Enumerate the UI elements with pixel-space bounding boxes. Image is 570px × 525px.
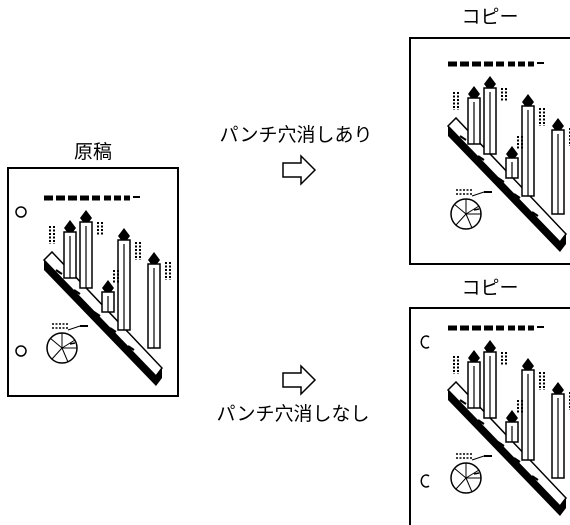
right-arrow-icon (282, 365, 316, 395)
option-hole-erase-on: パンチ穴消しあり (219, 124, 373, 146)
punch-hole-icon (15, 206, 27, 218)
copy-document-hole-kept (409, 307, 570, 525)
copy-label-top: コピー (461, 6, 519, 28)
right-arrow-icon (282, 155, 316, 185)
option-hole-erase-off: パンチ穴消しなし (216, 403, 370, 425)
punch-hole-icon (420, 335, 430, 349)
copy-label-bottom: コピー (461, 277, 519, 299)
punch-hole-icon (15, 345, 27, 357)
original-label: 原稿 (73, 141, 113, 163)
copy-document-hole-erased (409, 37, 570, 265)
original-document (7, 167, 179, 397)
punch-hole-icon (420, 474, 430, 488)
